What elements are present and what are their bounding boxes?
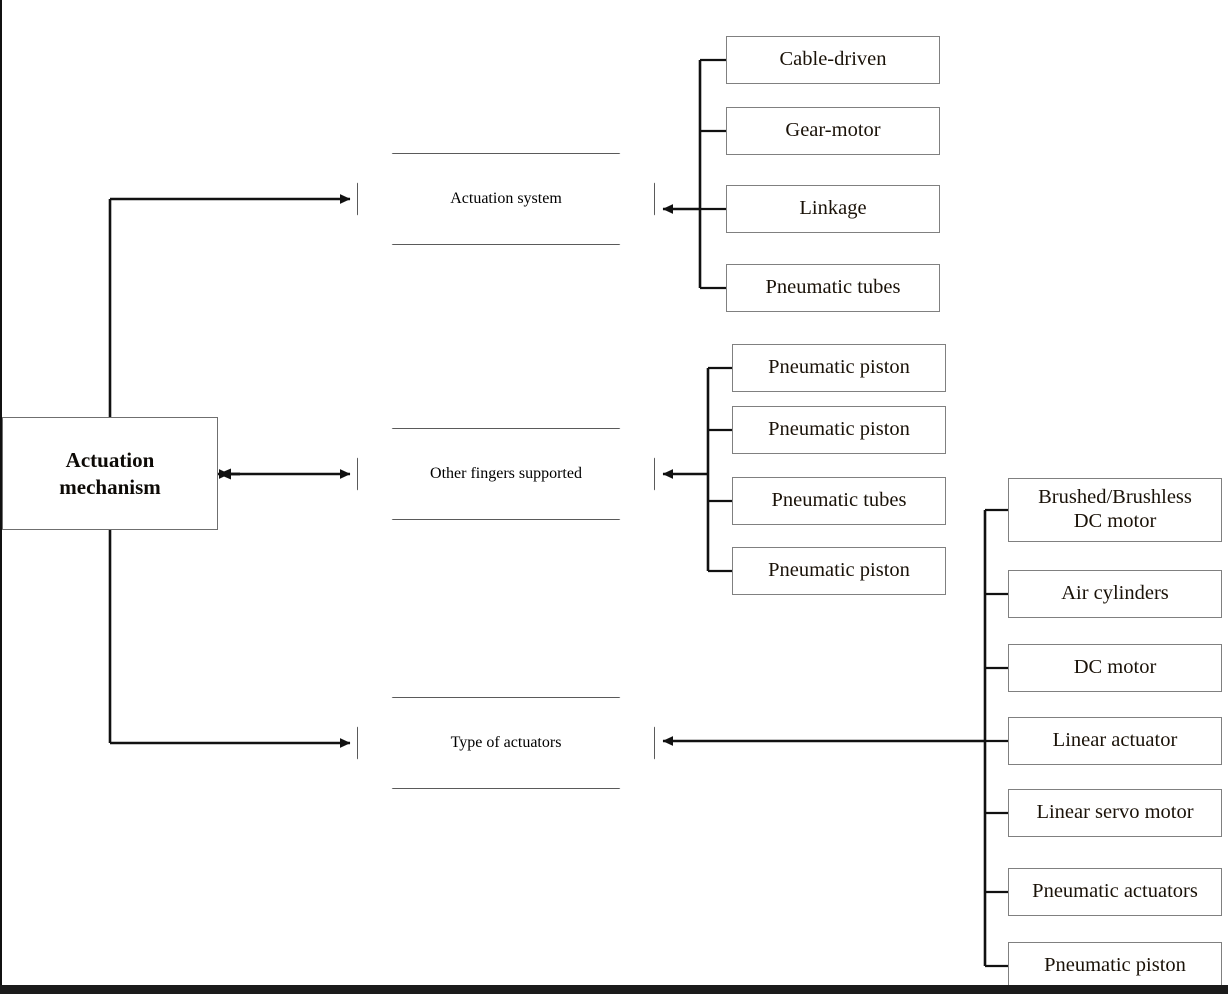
branch-node-actuation-system[interactable]: Actuation system <box>357 153 655 245</box>
branch-node-other-fingers-supported[interactable]: Other fingers supported <box>357 428 655 520</box>
leaf-box-pneumatic-piston-1[interactable]: Pneumatic piston <box>732 344 946 392</box>
branch-label-actuation-system: Actuation system <box>450 190 562 207</box>
root-node-actuation-mechanism[interactable]: Actuation mechanism <box>2 417 218 530</box>
leaf-box-pneumatic-tubes[interactable]: Pneumatic tubes <box>726 264 940 312</box>
branch-label-type-of-actuators: Type of actuators <box>450 734 562 751</box>
leaf-label: Pneumatic piston <box>768 559 910 582</box>
leaf-label: Cable-driven <box>779 48 887 71</box>
page-left-border <box>0 0 2 994</box>
leaf-label: Pneumatic actuators <box>1032 880 1198 903</box>
leaf-label-line1: Brushed/Brushless <box>1038 486 1192 509</box>
leaf-box-brushed-brushless-dc-motor[interactable]: Brushed/Brushless DC motor <box>1008 478 1222 542</box>
leaf-label: Pneumatic piston <box>768 356 910 379</box>
leaf-box-pneumatic-tubes-2[interactable]: Pneumatic tubes <box>732 477 946 525</box>
leaf-box-linear-actuator[interactable]: Linear actuator <box>1008 717 1222 765</box>
root-label-line1: Actuation <box>65 448 155 473</box>
page-bottom-border <box>0 985 1228 994</box>
leaf-label: Linkage <box>799 197 867 220</box>
leaf-label-line2: DC motor <box>1073 510 1157 532</box>
leaf-box-pneumatic-piston-2[interactable]: Pneumatic piston <box>732 406 946 454</box>
leaf-box-pneumatic-actuators[interactable]: Pneumatic actuators <box>1008 868 1222 916</box>
leaf-box-cable-driven[interactable]: Cable-driven <box>726 36 940 84</box>
leaf-label: Pneumatic tubes <box>765 276 901 299</box>
leaf-box-air-cylinders[interactable]: Air cylinders <box>1008 570 1222 618</box>
leaf-box-linear-servo-motor[interactable]: Linear servo motor <box>1008 789 1222 837</box>
leaf-box-dc-motor[interactable]: DC motor <box>1008 644 1222 692</box>
leaf-box-pneumatic-piston-3[interactable]: Pneumatic piston <box>732 547 946 595</box>
leaf-label: Linear servo motor <box>1036 801 1194 824</box>
leaf-box-gear-motor[interactable]: Gear-motor <box>726 107 940 155</box>
branch-label-other-fingers-supported: Other fingers supported <box>430 465 582 482</box>
branch-node-type-of-actuators[interactable]: Type of actuators <box>357 697 655 789</box>
leaf-label: Pneumatic piston <box>768 418 910 441</box>
root-label-line2: mechanism <box>59 474 161 499</box>
leaf-label: Gear-motor <box>785 119 881 142</box>
leaf-label: Linear actuator <box>1052 729 1178 752</box>
leaf-label: Pneumatic tubes <box>771 489 907 512</box>
leaf-box-pneumatic-piston-4[interactable]: Pneumatic piston <box>1008 942 1222 990</box>
leaf-label: DC motor <box>1073 656 1157 679</box>
leaf-label: Air cylinders <box>1061 582 1169 605</box>
leaf-box-linkage[interactable]: Linkage <box>726 185 940 233</box>
leaf-label: Pneumatic piston <box>1044 954 1186 977</box>
